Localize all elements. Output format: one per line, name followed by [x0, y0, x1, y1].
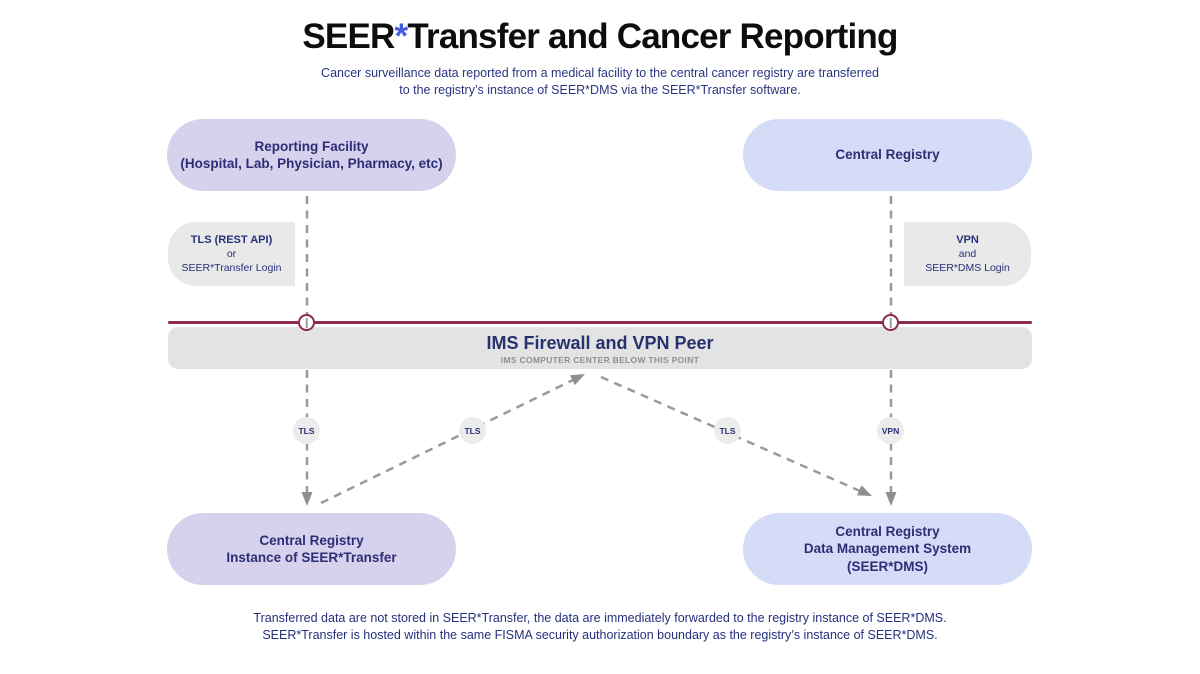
- node-label-line: (SEER*DMS): [846, 558, 928, 574]
- line-crossing-left: [298, 314, 315, 331]
- auth-right-line-2: and: [958, 248, 977, 260]
- auth-box-left: TLS (REST API) or SEER*Transfer Login: [168, 222, 295, 286]
- auth-left-line-1: TLS (REST API): [190, 234, 273, 246]
- footnote: Transferred data are not stored in SEER*…: [0, 610, 1200, 644]
- title-pre: SEER: [302, 17, 395, 56]
- diagram-subtitle: Cancer surveillance data reported from a…: [0, 65, 1200, 98]
- crossing-dash: [305, 317, 308, 328]
- arrowhead-down-left: [301, 492, 313, 506]
- footnote-line-1: Transferred data are not stored in SEER*…: [253, 611, 947, 625]
- title-post: Transfer and Cancer Reporting: [407, 17, 898, 56]
- auth-left-line-2: or: [226, 248, 237, 260]
- node-reporting-facility: Reporting Facility (Hospital, Lab, Physi…: [167, 119, 456, 191]
- title-asterisk: *: [394, 17, 409, 56]
- badge-tls-mid-left: TLS: [459, 417, 486, 444]
- crossing-dash: [889, 317, 892, 328]
- line-seer-transfer-to-peak: [320, 378, 574, 505]
- node-seer-transfer: Central Registry Instance of SEER*Transf…: [167, 513, 456, 585]
- firewall-subtitle: IMS COMPUTER CENTER BELOW THIS POINT: [500, 355, 700, 365]
- node-label-line: Reporting Facility: [254, 138, 369, 154]
- node-label-line: Central Registry: [835, 147, 940, 163]
- subtitle-line-1: Cancer surveillance data reported from a…: [321, 66, 879, 80]
- node-label-line: (Hospital, Lab, Physician, Pharmacy, etc…: [180, 156, 443, 171]
- firewall-boundary-line: [168, 321, 1032, 325]
- arrowhead-down-right: [885, 492, 897, 506]
- badge-tls-left: TLS: [293, 417, 320, 444]
- page-title: SEER*Transfer and Cancer Reporting: [0, 17, 1200, 57]
- subtitle-line-2: to the registry’s instance of SEER*DMS v…: [399, 82, 801, 97]
- node-label-line: Central Registry: [259, 532, 364, 548]
- arrowhead-up-peak: [570, 374, 585, 386]
- node-label-line: Instance of SEER*Transfer: [226, 550, 397, 565]
- badge-vpn: VPN: [877, 417, 904, 444]
- auth-box-right: VPN and SEER*DMS Login: [904, 222, 1031, 286]
- node-label-line: Central Registry: [835, 523, 940, 539]
- auth-right-line-1: VPN: [956, 234, 979, 246]
- auth-right-line-3: SEER*DMS Login: [925, 262, 1010, 274]
- node-seer-dms: Central Registry Data Management System …: [743, 513, 1032, 585]
- footnote-line-2: SEER*Transfer is hosted within the same …: [262, 628, 938, 642]
- auth-left-line-3: SEER*Transfer Login: [181, 262, 282, 274]
- firewall-title: IMS Firewall and VPN Peer: [486, 333, 714, 353]
- line-crossing-right: [882, 314, 899, 331]
- firewall-band: IMS Firewall and VPN Peer IMS COMPUTER C…: [168, 327, 1032, 369]
- line-peak-to-seer-dms: [600, 375, 861, 493]
- node-label-line: Data Management System: [803, 541, 972, 557]
- arrowhead-into-dms: [856, 485, 872, 496]
- badge-tls-mid-right: TLS: [714, 417, 741, 444]
- node-central-registry: Central Registry: [743, 119, 1032, 191]
